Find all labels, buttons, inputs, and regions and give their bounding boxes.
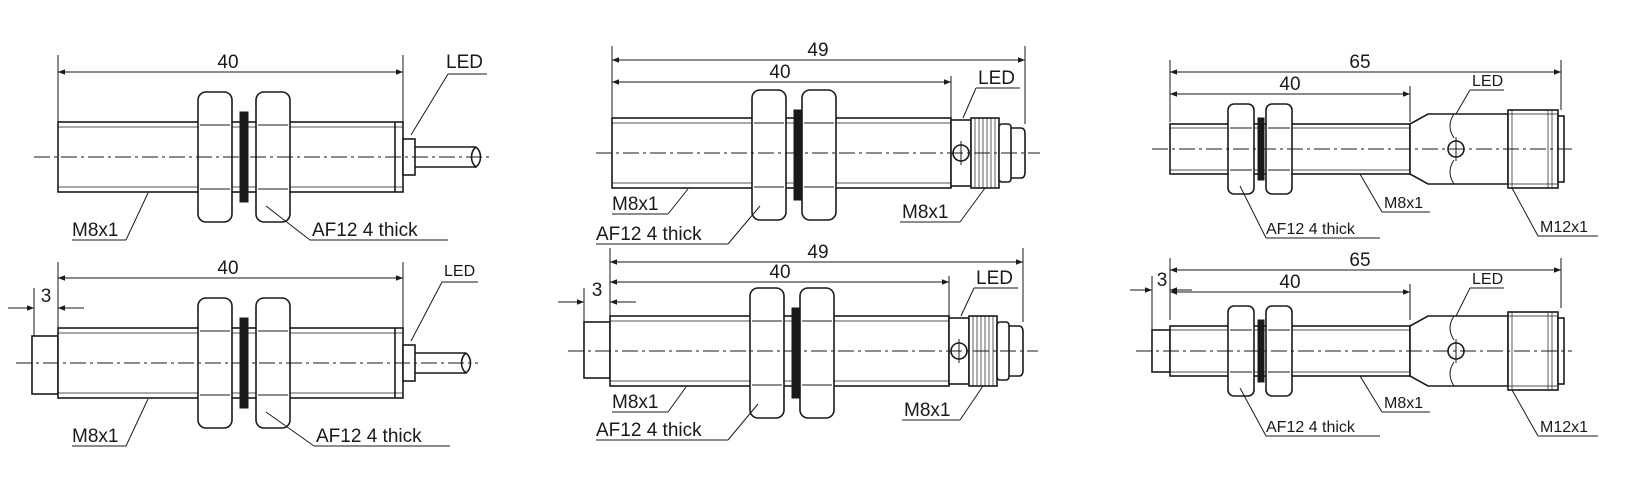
connector-label: M8x1 <box>902 202 948 223</box>
hex-nut <box>751 89 787 221</box>
hex-nut <box>799 287 835 419</box>
sensor-c2-m12-connector-nonflush: 65 40 3 LED M8x1 AF12 4 <box>1130 250 1598 437</box>
connector-label: M8x1 <box>904 400 950 421</box>
led-label: LED <box>1472 271 1503 288</box>
sensor-b2-m8-connector-nonflush: 49 40 3 LED M8x1 AF12 4 thick <box>558 242 1038 441</box>
thread-label: M8x1 <box>72 220 118 241</box>
connector-label: M12x1 <box>1540 419 1588 436</box>
thread-label: M8x1 <box>612 392 658 413</box>
nut-label: AF12 4 thick <box>1266 419 1356 436</box>
dim-total-label: 49 <box>807 40 828 61</box>
dim-total-label: 40 <box>217 258 238 279</box>
nut-label: AF12 4 thick <box>316 426 422 447</box>
thread-label: M8x1 <box>612 194 658 215</box>
nut-label: AF12 4 thick <box>596 224 702 245</box>
sensor-a2-cable-nonflush: 40 3 LED M8x1 AF12 4 thick <box>8 258 478 447</box>
thread-label: M8x1 <box>72 426 118 447</box>
dim-body-label: 40 <box>769 262 790 283</box>
led-label: LED <box>976 268 1013 289</box>
lock-washer <box>793 109 803 201</box>
led-label: LED <box>978 68 1015 89</box>
thread-label: M8x1 <box>1384 195 1423 212</box>
dim-total-label: 65 <box>1349 250 1370 271</box>
sensor-a1-cable-flush: 40 LED M8x1 AF12 4 thick <box>34 52 490 241</box>
dim-total-label: 49 <box>807 242 828 263</box>
hex-nut <box>749 287 785 419</box>
connector-label: M12x1 <box>1540 219 1588 236</box>
nut-label: AF12 4 thick <box>596 420 702 441</box>
sensing-face <box>583 321 611 379</box>
sensor-b1-m8-connector-flush: 49 40 LED M8x1 AF12 4 t <box>596 40 1040 245</box>
dim-total-label: 65 <box>1349 52 1370 73</box>
sensing-face <box>31 335 59 395</box>
sensor-c1-m12-connector-flush: 65 40 LED M8x1 AF12 <box>1152 52 1598 239</box>
dim-body-label: 40 <box>1279 74 1300 95</box>
led-label: LED <box>444 263 475 280</box>
dim-offset-label: 3 <box>41 286 52 307</box>
hex-nut <box>801 89 837 221</box>
lock-washer <box>791 307 801 399</box>
nut-label: AF12 4 thick <box>1266 221 1356 238</box>
dim-offset-label: 3 <box>1157 270 1168 291</box>
dim-body-label: 40 <box>1279 272 1300 293</box>
dim-total-label: 40 <box>217 52 238 73</box>
led-label: LED <box>1472 73 1503 90</box>
led-label: LED <box>446 52 483 73</box>
dim-offset-label: 3 <box>592 280 603 301</box>
dim-body-label: 40 <box>769 62 790 83</box>
thread-label: M8x1 <box>1384 395 1423 412</box>
nut-label: AF12 4 thick <box>312 220 418 241</box>
